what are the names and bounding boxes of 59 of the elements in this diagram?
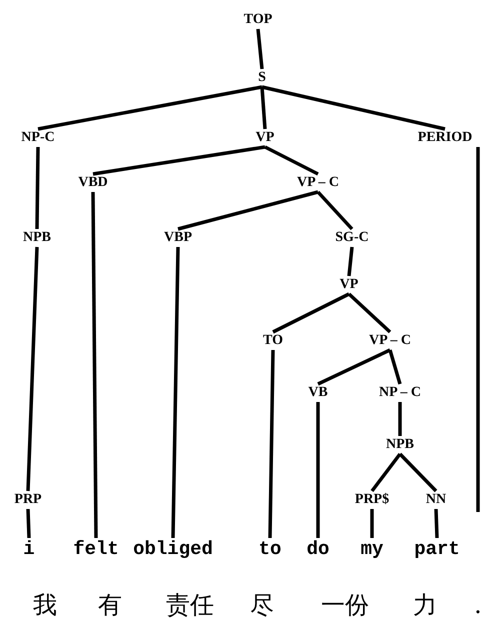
tree-branch-line: [476, 147, 480, 512]
word-label: to: [258, 539, 282, 559]
tree-branch-line: [272, 292, 350, 334]
translation-word: 一份: [321, 591, 369, 619]
tree-branch-line: [347, 246, 354, 276]
tree-node-label: VP – C: [297, 175, 339, 191]
translation-word: 有: [98, 591, 122, 619]
tree-branch-line: [398, 452, 438, 492]
tree-branch-line: [434, 508, 439, 538]
tree-branch-line: [171, 246, 180, 538]
word-label: i: [23, 539, 35, 559]
translation-word: .: [474, 591, 482, 619]
tree-branch-line: [38, 85, 262, 131]
tree-node-label: NPB: [386, 437, 414, 453]
tree-node-label: NPB: [23, 230, 51, 246]
tree-branch-line: [92, 145, 266, 176]
tree-branch-line: [256, 28, 264, 70]
tree-node-label: VP: [256, 130, 274, 146]
tree-node-label: NP-C: [21, 130, 55, 146]
translation-word: 尽: [250, 591, 274, 619]
tree-branch-line: [26, 246, 39, 492]
tree-node-label: SG-C: [335, 230, 369, 246]
tree-branch-line: [316, 190, 354, 230]
tree-branch-line: [35, 146, 40, 230]
tree-branch-line: [398, 402, 402, 436]
tree-node-label: VB: [308, 385, 328, 401]
tree-node-label: VP – C: [369, 333, 411, 349]
tree-node-label: VBP: [164, 230, 192, 246]
tree-branch-line: [264, 145, 319, 176]
tree-branch-line: [262, 85, 446, 131]
translation-word: 我: [33, 591, 57, 619]
tree-branch-line: [260, 86, 267, 130]
tree-node-label: PERIOD: [418, 130, 472, 146]
tree-branch-line: [317, 348, 391, 386]
tree-branch-line: [370, 509, 374, 538]
tree-branch-line: [388, 350, 402, 384]
tree-branch-line: [316, 402, 320, 538]
tree-branch-line: [348, 292, 392, 334]
tree-node-label: NP – C: [379, 385, 421, 401]
tree-node-label: VP: [340, 277, 358, 293]
tree-branch-line: [91, 192, 98, 538]
tree-branch-line: [178, 190, 318, 231]
word-label: part: [414, 539, 460, 559]
tree-branch-line: [268, 350, 275, 538]
tree-node-label: TO: [263, 333, 283, 349]
translation-word: 责任: [166, 591, 214, 619]
tree-node-label: TOP: [244, 12, 272, 28]
tree-node-label: PRP: [14, 492, 42, 508]
tree-branch-line: [26, 508, 31, 538]
tree-node-label: S: [258, 70, 266, 86]
word-label: do: [306, 539, 330, 559]
tree-node-label: VBD: [78, 175, 108, 191]
tree-node-label: PRP$: [354, 492, 390, 508]
translation-word: 力: [413, 591, 437, 619]
word-label: obliged: [133, 539, 213, 559]
tree-branch-line: [370, 452, 402, 492]
word-label: my: [360, 539, 384, 559]
tree-node-label: NN: [426, 492, 446, 508]
word-label: felt: [73, 539, 119, 559]
